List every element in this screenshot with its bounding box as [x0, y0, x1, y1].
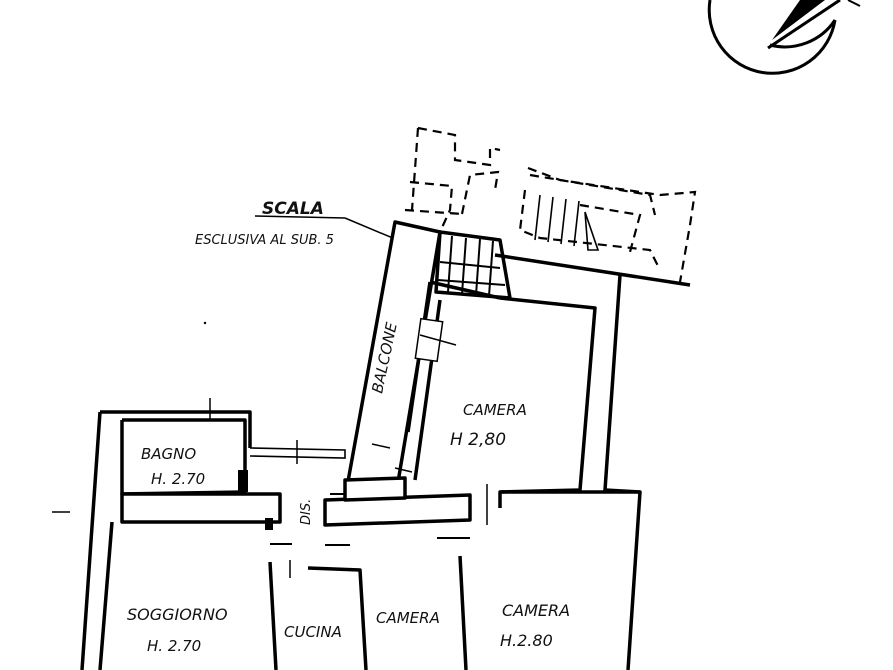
- stair-note: ESCLUSIVA AL SUB. 5: [195, 233, 334, 248]
- room-height: H.2.80: [500, 631, 553, 650]
- stair: [434, 230, 512, 300]
- room-name: CAMERA: [463, 401, 527, 419]
- outer-walls: [52, 220, 691, 670]
- room-name: SOGGIORNO: [127, 605, 228, 624]
- room-name: CAMERA: [502, 601, 570, 620]
- room-height: H 2,80: [450, 430, 506, 450]
- room-name: CAMERA: [376, 609, 440, 627]
- room-name: CUCINA: [284, 623, 342, 641]
- north-arrow-icon: [707, 0, 861, 75]
- stair-label: SCALA: [262, 199, 324, 219]
- room-height: H. 2.70: [147, 637, 201, 655]
- corridor-label: DIS.: [299, 499, 314, 525]
- room-name: BAGNO: [141, 445, 196, 463]
- room-height: H. 2.70: [151, 470, 205, 488]
- dashed-stair-outline: [404, 126, 697, 283]
